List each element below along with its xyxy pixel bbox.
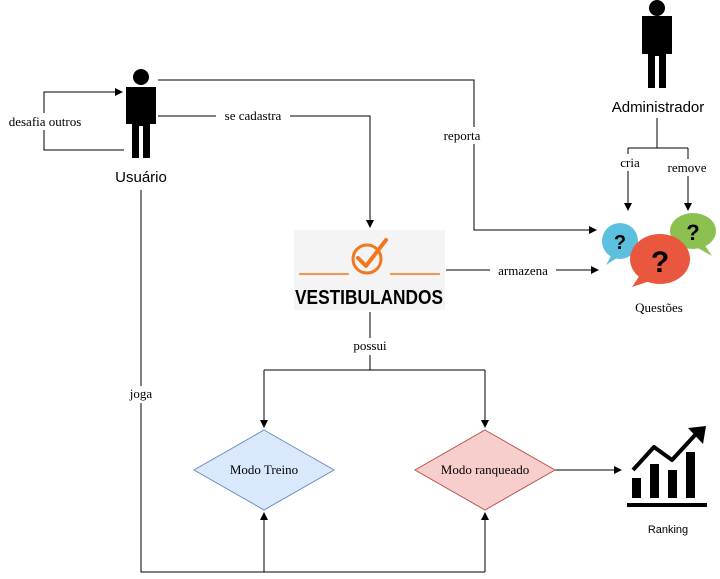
questoes-label: Questões: [635, 300, 683, 315]
label-se-cadastra: se cadastra: [225, 108, 282, 123]
vestibulandos-logo: VESTIBULANDOS: [294, 230, 445, 310]
label-armazena: armazena: [498, 263, 548, 278]
ranking-label: Ranking: [648, 524, 688, 536]
edge-reporta: [158, 79, 597, 234]
edge-admin-branch: [628, 118, 688, 149]
usuario-label: Usuário: [115, 169, 167, 186]
label-reporta: reporta: [444, 128, 481, 143]
label-remove: remove: [668, 160, 707, 175]
ranking-chart-icon: [627, 426, 707, 507]
administrador-label: Administrador: [612, 99, 705, 116]
question-bubble-red-icon: ?: [630, 234, 690, 287]
modo-treino-diamond[interactable]: [192, 429, 336, 511]
usuario-person-icon: [126, 69, 156, 158]
label-cria: cria: [620, 155, 640, 170]
question-bubble-green-icon: ?: [670, 213, 716, 256]
svg-text:?: ?: [651, 246, 669, 279]
vestibulandos-wordmark: VESTIBULANDOS: [295, 287, 443, 309]
svg-text:?: ?: [614, 232, 626, 254]
modo-ranqueado-label: Modo ranqueado: [441, 462, 529, 477]
label-joga: joga: [129, 386, 153, 401]
questions-icon: ? ? ?: [602, 213, 716, 287]
svg-text:?: ?: [686, 220, 699, 245]
checkmark-circle-icon: [351, 238, 388, 275]
edge-joga: [140, 190, 485, 573]
administrador-person-icon: [642, 0, 672, 88]
edge-se-cadastra: [158, 115, 374, 228]
modo-treino-label: Modo Treino: [230, 462, 298, 477]
label-desafia-outros: desafia outros: [9, 114, 82, 129]
modo-ranqueado-diamond[interactable]: [413, 429, 557, 511]
label-possui: possui: [353, 338, 387, 353]
question-bubble-blue-icon: ?: [602, 223, 638, 265]
